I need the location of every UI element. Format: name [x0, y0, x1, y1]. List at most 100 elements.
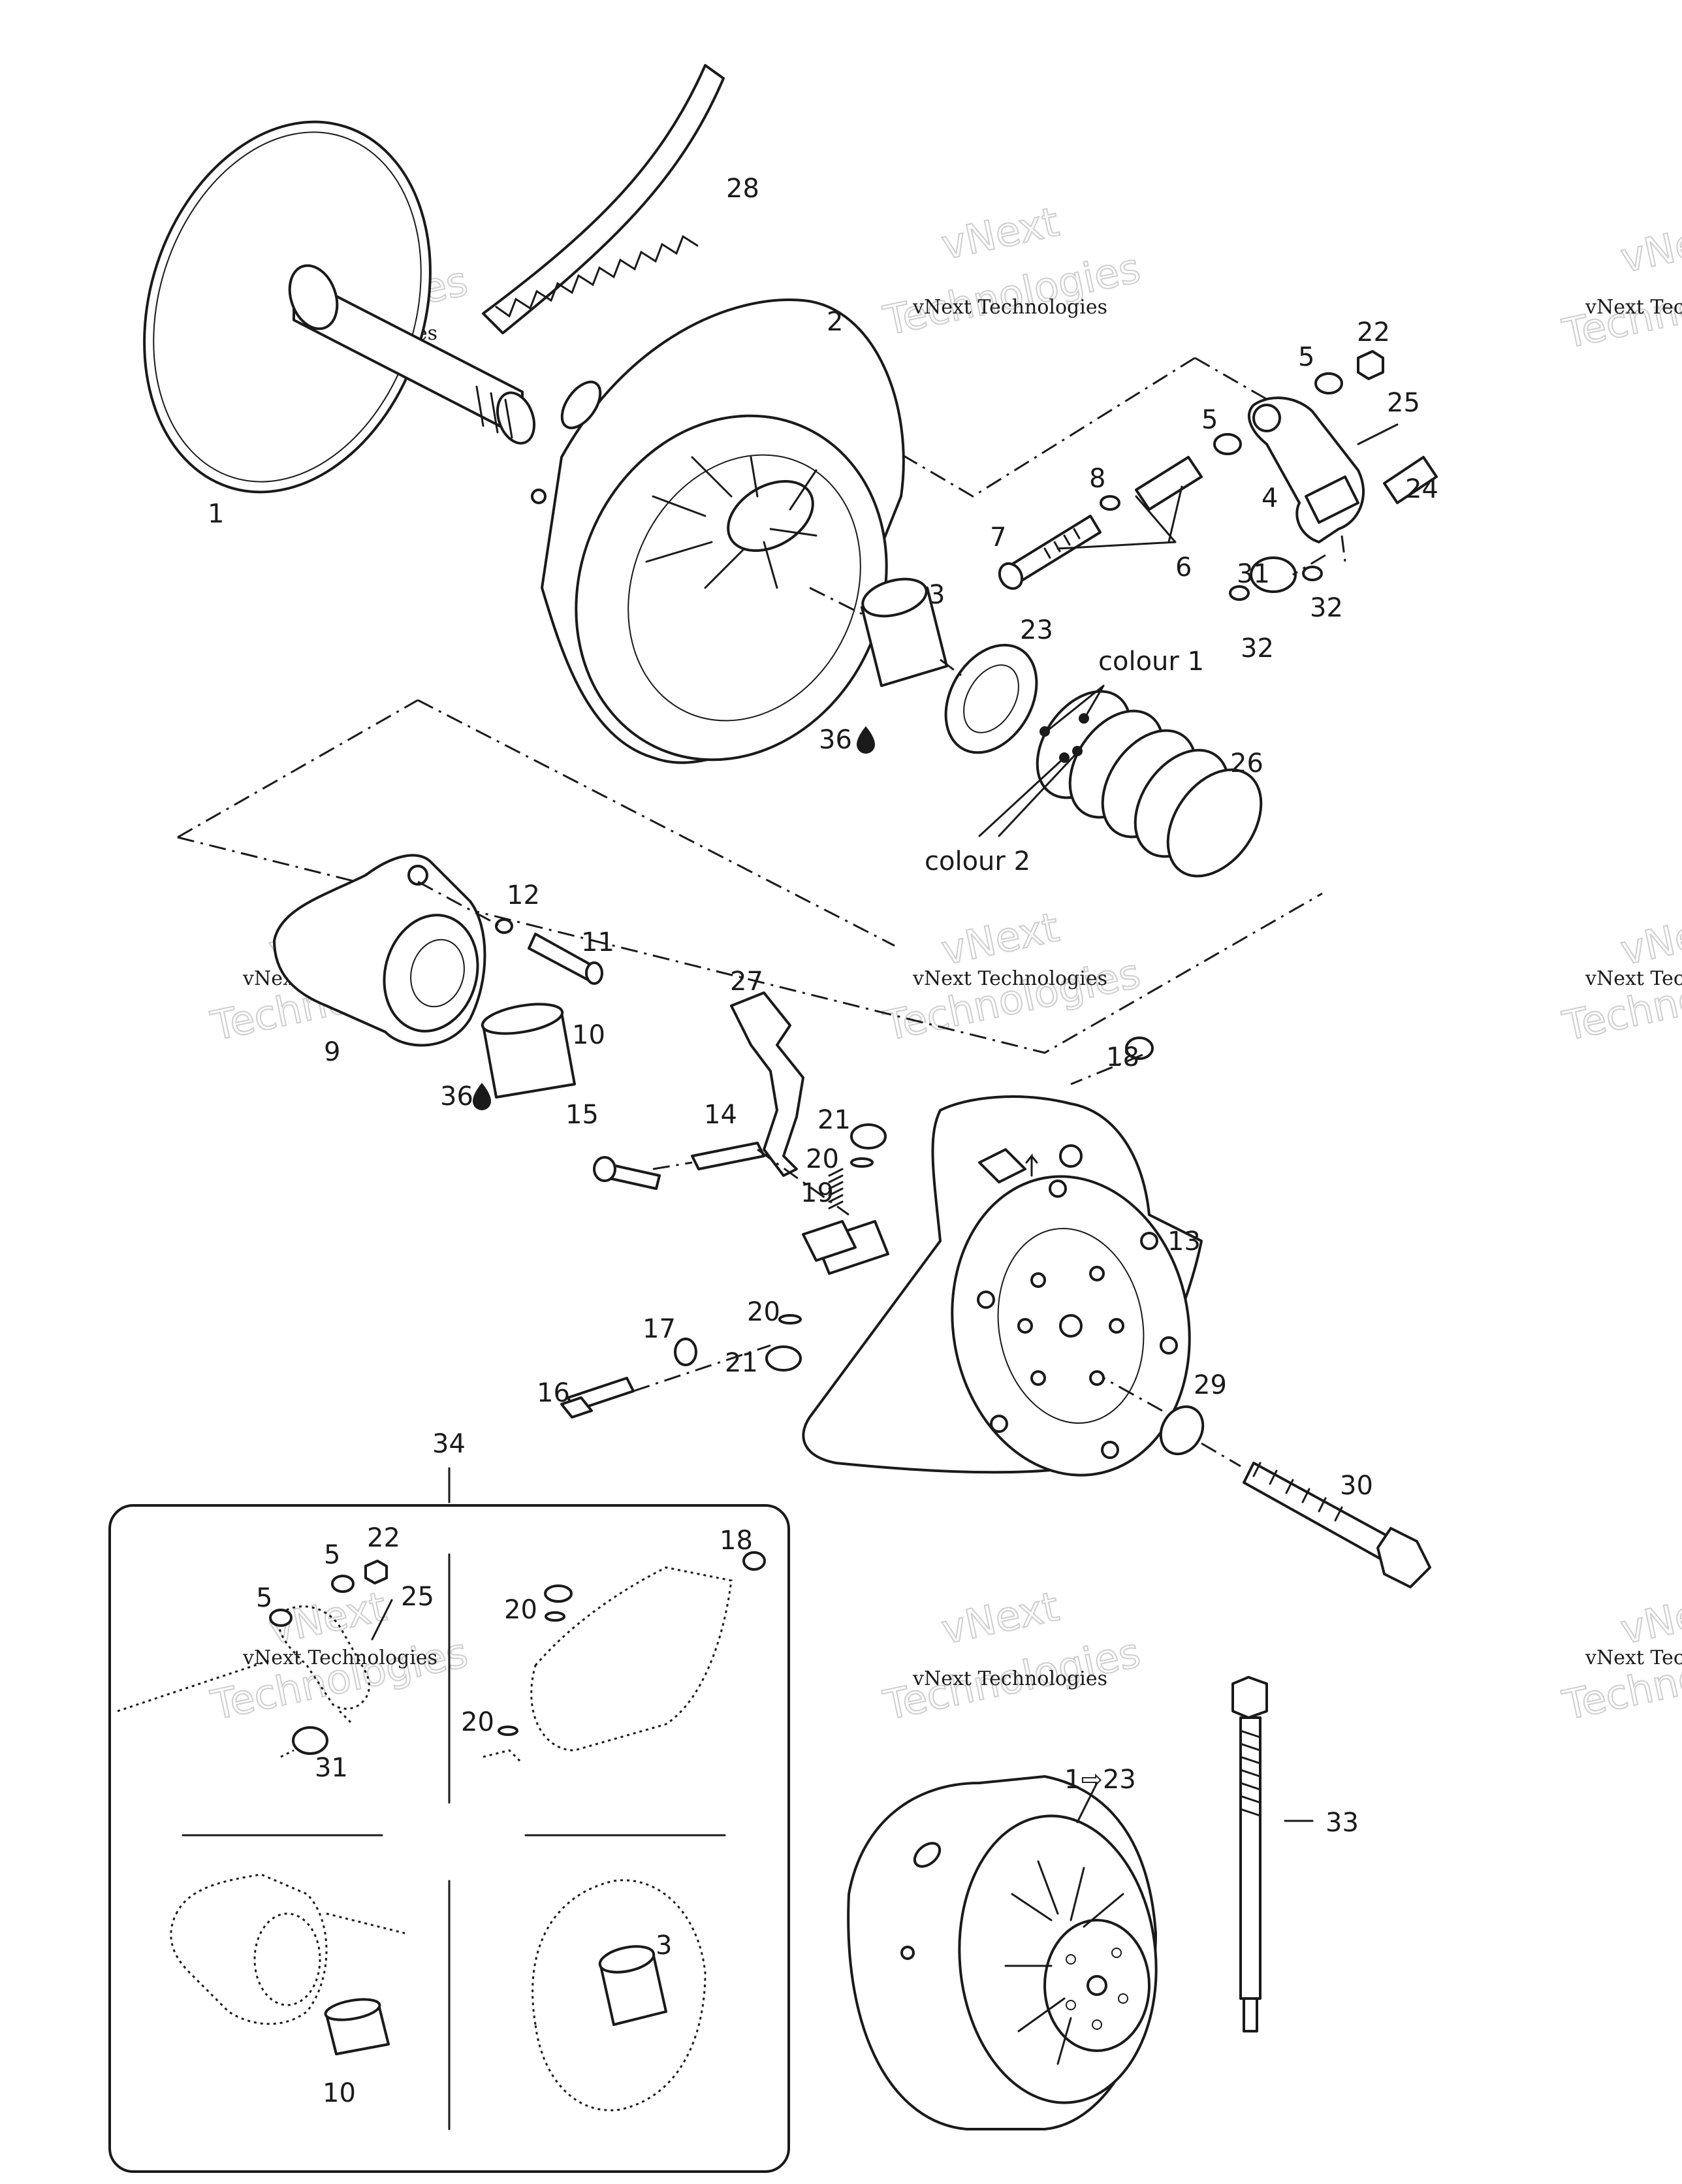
watermark-brand: vNext [938, 1582, 1063, 1654]
assembled-clutch [847, 1775, 1158, 2130]
washer-23 [944, 643, 1038, 754]
inset-pin-25 [371, 1599, 393, 1641]
lubricant-drop-icon [857, 726, 875, 754]
inset-spacer-5a [269, 1609, 293, 1627]
watermark-word: Technologies [880, 949, 1145, 1050]
inset-callout-10: 10 [323, 2078, 356, 2108]
watermark-company: vNext Technologies [912, 296, 1107, 319]
bolt-15-head [593, 1156, 616, 1182]
callout-19: 19 [801, 1178, 834, 1208]
cup-hole [1089, 1266, 1105, 1281]
washer-32-left [1229, 585, 1250, 601]
inset-bushing-3-end [598, 1945, 656, 1974]
inset-cap [544, 1584, 573, 1603]
sheave-vanes [645, 456, 817, 589]
sheave-disc [143, 120, 432, 494]
inset-callout-3: 3 [656, 1931, 672, 1961]
ring-20-lower [778, 1314, 802, 1325]
flange-bolt-hole [990, 1415, 1008, 1433]
hub-hole [1092, 2019, 1102, 2030]
bushing-3-end [861, 577, 928, 618]
bolt-33-head [1231, 1676, 1268, 1719]
callout-20-upper: 20 [806, 1144, 839, 1174]
cam-arm-assembly [560, 991, 1154, 1419]
watermark-word: Technologies [207, 1628, 472, 1729]
hub-hole [1066, 1954, 1076, 1965]
callout-31: 31 [1237, 559, 1270, 589]
boundary-left-top [177, 699, 419, 839]
watermark-brand: vNext [1617, 211, 1682, 282]
movable-sheave [531, 298, 905, 764]
callout-17: 17 [643, 1314, 676, 1344]
lubricant-drop-icon [473, 1083, 491, 1110]
cup-hole [1030, 1272, 1046, 1288]
callout-21-upper: 21 [817, 1105, 851, 1135]
callout-24: 24 [1405, 474, 1438, 504]
inset-callout-20b: 20 [461, 1707, 494, 1737]
inset-bushing-10-end [324, 1998, 381, 2021]
bolt-30-shank [1243, 1462, 1399, 1562]
callout-4: 4 [1262, 483, 1278, 513]
colour-2-leader [978, 751, 1079, 837]
callout-9: 9 [324, 1037, 340, 1067]
callout-13: 13 [1167, 1227, 1201, 1257]
spring-coil [1166, 768, 1263, 878]
axis-line [417, 880, 503, 929]
clutch-hole [900, 1946, 915, 1960]
bolt-assembly-29-30 [1103, 1377, 1431, 1588]
spline-lines [475, 385, 513, 439]
callout-6: 6 [1175, 553, 1192, 583]
bolt-16-head [560, 1396, 593, 1419]
watermark-company: vNext Technologies [1585, 296, 1682, 319]
callout-30: 30 [1340, 1471, 1373, 1501]
cup-hole [1089, 1370, 1105, 1386]
inset-roller-hint [280, 1710, 354, 1758]
callout-32-left: 32 [1241, 634, 1274, 664]
callout-15: 15 [565, 1100, 599, 1130]
leader-6 [1056, 485, 1183, 550]
callout-14: 14 [704, 1100, 737, 1130]
belt [482, 64, 725, 334]
bolt-33-tip [1243, 1997, 1258, 2032]
callout-36-upper: 36 [819, 725, 852, 755]
shaft-collar [288, 264, 339, 330]
colour-dot [1039, 726, 1050, 737]
callout-7: 7 [990, 522, 1006, 553]
flange-bolt-hole [1140, 1232, 1158, 1250]
washer-32-right [1302, 566, 1323, 581]
sheave-slot [560, 380, 602, 430]
pin-24 [1383, 456, 1438, 504]
bolt-33-thread [1239, 1729, 1262, 1817]
inset-screw-outline [326, 1912, 405, 1935]
inset-sheave-outline [532, 1879, 706, 2112]
nut-18 [1125, 1036, 1154, 1060]
callout-22: 22 [1357, 317, 1390, 347]
flange-bolt-hole [1160, 1336, 1178, 1355]
flange-bolt-hole [977, 1291, 995, 1309]
watermark-company: vNext Technologies [1585, 1646, 1682, 1669]
cup-hole [1030, 1370, 1046, 1386]
roller-31 [1250, 556, 1297, 593]
ring-20-upper [850, 1157, 874, 1168]
arm-eye [1252, 404, 1281, 432]
cup-hole [1109, 1318, 1124, 1334]
washer-17 [674, 1338, 697, 1366]
inset-spider-outline [170, 1873, 328, 2025]
spring-19 [828, 1168, 844, 1210]
callout-21-lower: 21 [725, 1348, 758, 1378]
callout-8: 8 [1089, 464, 1105, 494]
spring-26 [978, 684, 1263, 878]
spacer-5-upper [1314, 372, 1343, 394]
inset-spider-face [253, 1912, 321, 2006]
inset-bolt-outline [117, 1658, 275, 1712]
axis-line [809, 586, 967, 681]
pin-6 [1135, 456, 1203, 511]
axis-line [1070, 1053, 1143, 1085]
bushing-and-washer [809, 577, 1038, 754]
spider-assembly [273, 854, 603, 1099]
cap-21-upper [850, 1123, 887, 1149]
inset-arm-outline [278, 1605, 370, 1710]
cam-arm-27 [730, 991, 804, 1177]
belt-teeth [495, 234, 699, 318]
